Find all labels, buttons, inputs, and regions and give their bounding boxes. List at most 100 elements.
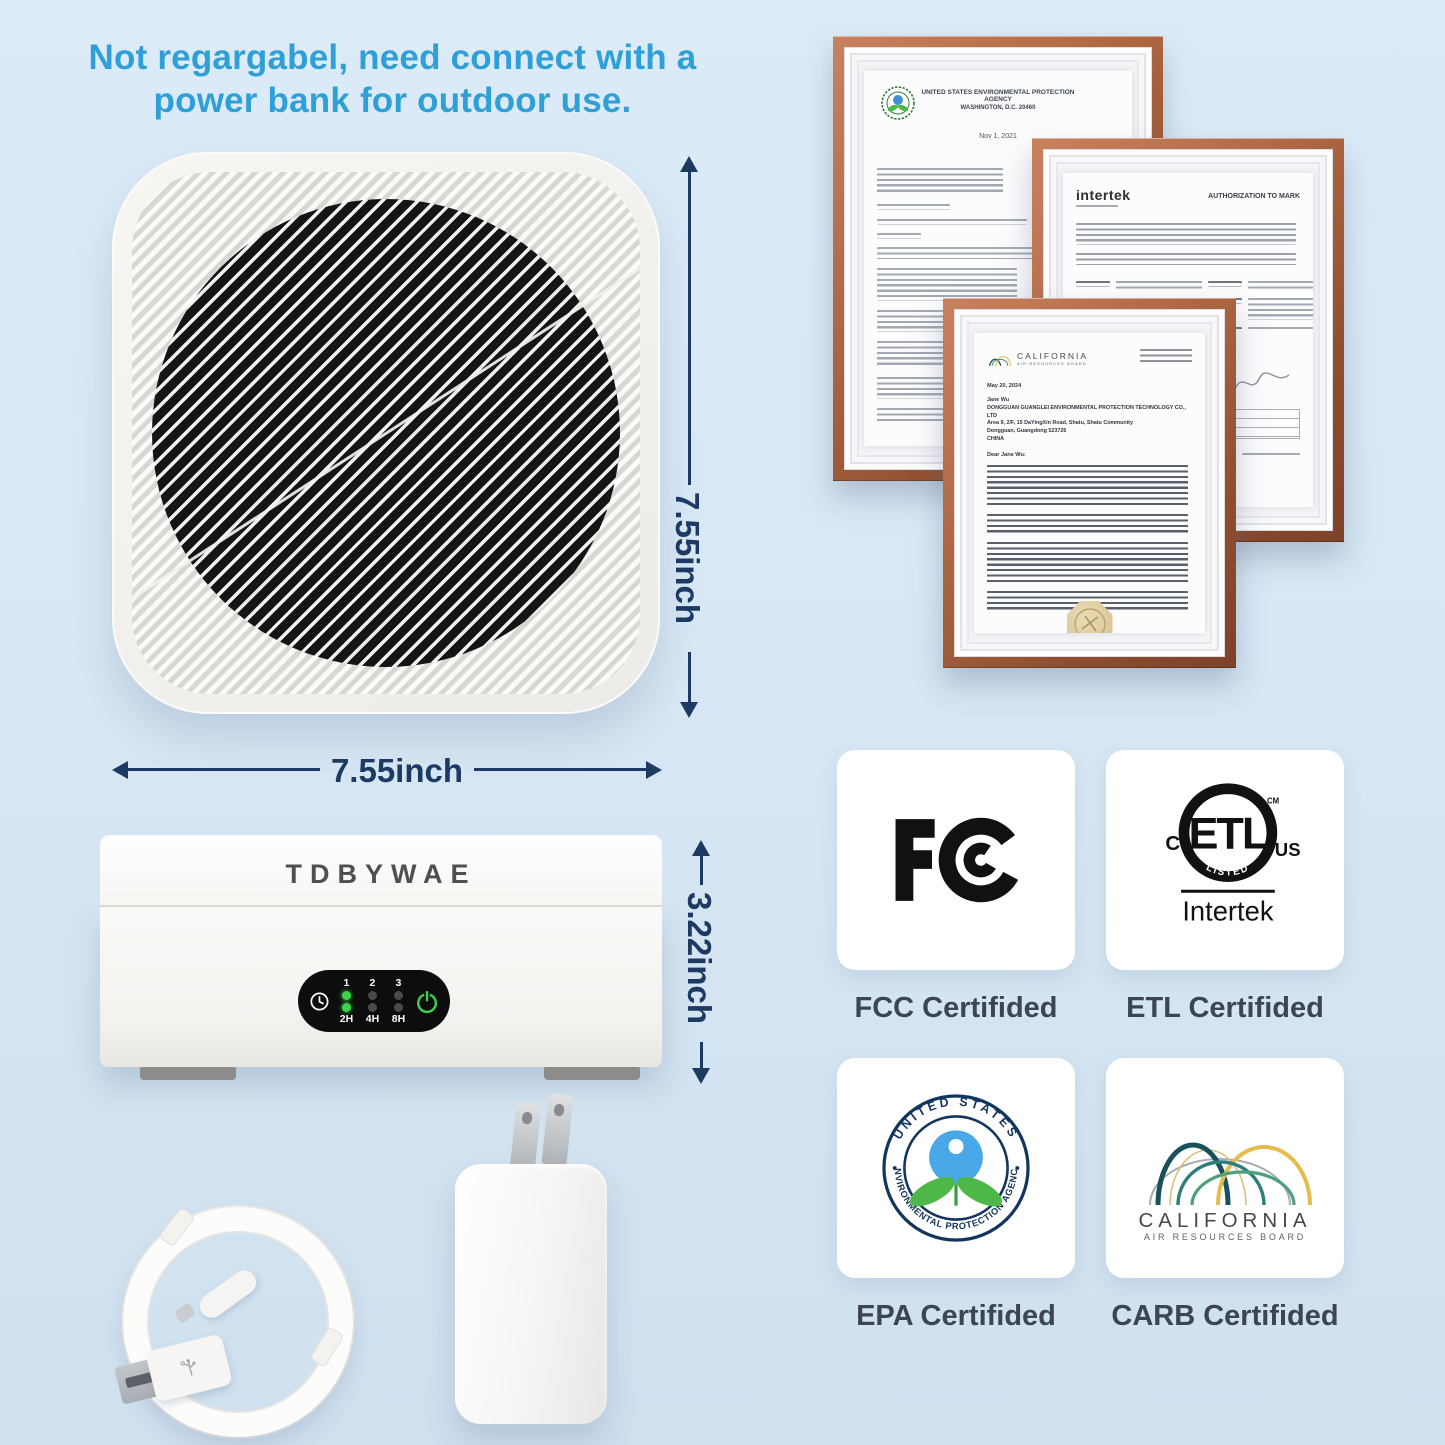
- blurred-text: [877, 204, 950, 210]
- badge-card-fcc: [837, 750, 1075, 970]
- dimension-line: [474, 768, 646, 771]
- control-panel: 1 2 3 2H 4H 8H: [298, 970, 450, 1032]
- blurred-address-block: [877, 268, 1018, 301]
- blurred-paragraph: [1076, 223, 1296, 245]
- adapter-prong-right: [541, 1092, 574, 1168]
- adapter-body: [455, 1164, 607, 1424]
- certificate-paper: CALIFORNIA AIR RESOURCES BOARD May 20, 2…: [974, 333, 1205, 633]
- blurred-paragraph: [987, 541, 1188, 584]
- carb-address-1: Area 9, 2/F, 15 DaYingXin Road, Shatu, S…: [987, 420, 1133, 427]
- svg-text:LISTED: LISTED: [1204, 862, 1251, 878]
- table-value-blur: [1248, 281, 1313, 291]
- table-value-blur: [1248, 327, 1313, 332]
- timer-led-2h-on: [341, 1003, 351, 1012]
- badge-card-epa: UNITED STATES ENVIRONMENTAL PROTECTION A…: [837, 1058, 1075, 1278]
- carb-letter-date: May 20, 2024: [987, 383, 1022, 389]
- intertek-title: AUTHORIZATION TO MARK: [1208, 193, 1300, 200]
- purifier-lid: [100, 835, 662, 907]
- badge-card-etl: ETL LISTED CM C US Intertek: [1106, 750, 1344, 970]
- usb-trident-icon: [180, 1359, 196, 1376]
- arrow-down-icon: [680, 702, 698, 718]
- table-value-blur: [1248, 298, 1313, 320]
- etl-us-text: US: [1275, 839, 1301, 860]
- blurred-address-block: [877, 168, 1003, 195]
- fcc-logo-icon: [895, 817, 1024, 903]
- certificate-mat: CALIFORNIA AIR RESOURCES BOARD May 20, 2…: [954, 309, 1225, 657]
- blurred-paragraph: [987, 513, 1188, 535]
- blurred-salutation: [877, 233, 921, 239]
- purifier-grill: [132, 172, 640, 694]
- prong-hole: [521, 1111, 533, 1125]
- table-label-blur: [1076, 281, 1110, 287]
- carb-logo-line1: CALIFORNIA: [1138, 1209, 1311, 1232]
- timer-led-4h-off: [367, 1003, 377, 1012]
- badge-label-carb: CARB Certifided: [1111, 1300, 1339, 1332]
- etl-listed-text: LISTED: [1204, 862, 1249, 878]
- carb-recipient-block: Jane Wu DONGGUAN GUANGLEI ENVIRONMENTAL …: [987, 397, 1192, 444]
- heading-line-2: power bank for outdoor use.: [153, 81, 632, 121]
- brand-logo-text: TDBYWAE: [285, 859, 477, 889]
- signature-icon: [1234, 372, 1290, 390]
- badge-label-fcc: FCC Certifided: [854, 992, 1058, 1024]
- dimension-label-height: 7.55inch: [669, 492, 706, 625]
- blurred-paragraph: [1076, 253, 1296, 265]
- etl-intertek-text: Intertek: [1182, 896, 1273, 927]
- timer-label-8h: 8H: [391, 1013, 406, 1025]
- epa-seal-icon: [881, 86, 915, 120]
- blurred-paragraph: [987, 464, 1188, 507]
- blurred-subject-line: [877, 219, 1028, 225]
- carb-letterhead-line2: AIR RESOURCES BOARD: [1017, 360, 1087, 366]
- carb-address-3: CHINA: [987, 436, 1005, 443]
- badge-card-carb: CALIFORNIA AIR RESOURCES BOARD: [1106, 1058, 1344, 1278]
- dimension-label-width: 7.55inch: [330, 752, 464, 789]
- carb-company: DONGGUAN GUANGLEI ENVIRONMENTAL PROTECTI…: [987, 404, 1186, 419]
- device-foot-right: [544, 1067, 640, 1080]
- badge-label-epa: EPA Certifided: [856, 1300, 1056, 1332]
- intertek-logo-text: intertek: [1076, 187, 1131, 203]
- speed-label-1: 1: [343, 977, 350, 989]
- badge-label-etl: ETL Certifided: [1126, 992, 1324, 1024]
- table-label-blur: [1208, 281, 1242, 287]
- etl-logo-icon: ETL LISTED CM C US Intertek: [1165, 783, 1301, 927]
- speed-led-2-off: [367, 991, 377, 1000]
- cable-coil: [123, 1207, 353, 1437]
- etl-cm-text: CM: [1267, 796, 1279, 805]
- panel-led-grid: 1 2 3 2H 4H 8H: [336, 977, 409, 1025]
- epa-logo-icon: UNITED STATES ENVIRONMENTAL PROTECTION A…: [870, 1082, 1030, 1242]
- carb-address-2: Dongguan, Guangdong 523726: [987, 428, 1067, 435]
- arrow-right-icon: [646, 761, 662, 779]
- prong-hole: [553, 1103, 565, 1117]
- speed-led-3-off: [393, 991, 403, 1000]
- speed-led-1-on: [341, 991, 351, 1000]
- blurred-footer: [1241, 453, 1300, 458]
- carb-recipient: Jane Wu: [987, 397, 1010, 403]
- purifier-side-view: TDBYWAE 1 2 3 2H 4H 8H: [100, 835, 662, 1080]
- epa-letter-date: Nov 1, 2021: [979, 133, 1017, 140]
- timer-label-4h: 4H: [365, 1013, 380, 1025]
- carb-officials-blur: [1140, 349, 1192, 363]
- certificate-carb-letter: CALIFORNIA AIR RESOURCES BOARD May 20, 2…: [943, 298, 1236, 668]
- carb-logo-line2: AIR RESOURCES BOARD: [1144, 1232, 1306, 1242]
- dimension-line: [688, 652, 691, 702]
- wax-seal-emblem-icon: [1073, 608, 1106, 633]
- carb-salutation: Dear Jane Wu:: [987, 451, 1026, 458]
- dimension-line: [700, 1042, 703, 1068]
- timer-led-8h-off: [393, 1003, 403, 1012]
- carb-letterhead-line1: CALIFORNIA: [1017, 350, 1089, 361]
- dimension-line: [128, 768, 320, 771]
- carb-arcs-icon: [988, 356, 1011, 366]
- intertek-logo: intertek: [1076, 187, 1131, 209]
- usb-a-connector: [144, 1333, 234, 1403]
- timer-label-2h: 2H: [339, 1013, 354, 1025]
- arrow-up-icon: [692, 840, 710, 856]
- purifier-top-view: [112, 152, 660, 714]
- arrow-left-icon: [112, 761, 128, 779]
- arrow-up-icon: [680, 156, 698, 172]
- speed-label-2: 2: [369, 977, 376, 989]
- device-foot-left: [140, 1067, 236, 1080]
- etl-c-text: C: [1165, 832, 1180, 855]
- arrow-down-icon: [692, 1068, 710, 1084]
- epa-letterhead-line1: UNITED STATES ENVIRONMENTAL PROTECTION A…: [921, 89, 1075, 103]
- timer-clock-icon: [310, 991, 329, 1011]
